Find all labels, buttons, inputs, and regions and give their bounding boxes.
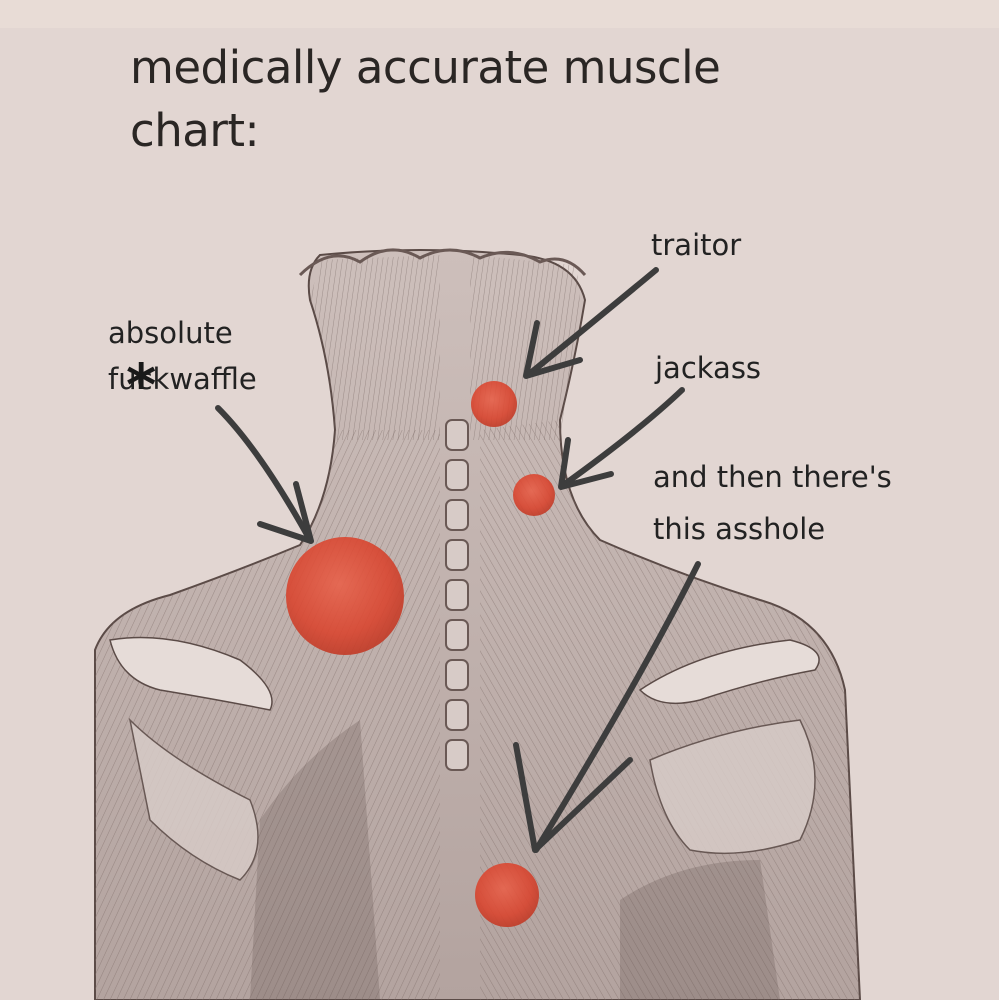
top-band (0, 0, 999, 28)
spine (445, 419, 469, 771)
arrow-traitor (525, 267, 659, 378)
pain-spots (286, 381, 555, 927)
arrow-asshole (533, 561, 701, 853)
pain-spot-asshole (475, 863, 539, 927)
label-absolute-line2: fuckwaffle (108, 362, 257, 396)
arrows (215, 267, 701, 853)
label-asshole: and then there's this asshole (653, 460, 892, 546)
pain-spot-traitor (471, 381, 517, 427)
censor-asterisk-icon: * (126, 351, 157, 419)
pain-spot-fuckwaffle (286, 537, 404, 655)
page-title: medically accurate muscle chart: (130, 41, 721, 157)
label-traitor: traitor (651, 228, 742, 262)
arrow-fuckwaffle (215, 405, 313, 543)
label-absolute-fuckwaffle: absolute fuckwaffle (108, 310, 257, 402)
label-absolute-line1: absolute (108, 316, 233, 350)
label-jackass: jackass (655, 351, 762, 385)
arrow-jackass (559, 387, 685, 489)
pain-spot-jackass (513, 474, 555, 516)
